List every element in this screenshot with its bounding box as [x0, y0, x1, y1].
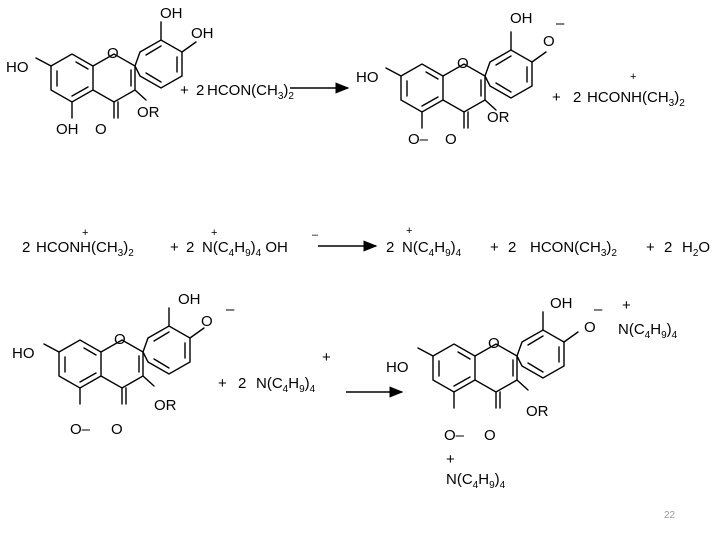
atom-ho: HO — [6, 59, 29, 76]
coefficient: 2 — [196, 82, 204, 99]
flavonoid-reactant: OH OH HO O OR OH O — [6, 5, 214, 138]
coefficient: 2 — [664, 239, 672, 256]
atom-ring-o: O — [457, 55, 469, 72]
coefficient: 2 — [238, 375, 246, 392]
atom-o-minus: O– — [70, 421, 91, 438]
flavonoid-dianion-reactant: OH O – HO O OR O– O — [12, 291, 235, 438]
plus-sign: + — [180, 82, 189, 99]
product-tba-cation: N(C4H9)4 — [402, 239, 462, 259]
charge-plus: + — [446, 451, 455, 468]
plus-sign: + — [490, 239, 499, 256]
reactant-dmf-h: HCONH(CH3)2 — [36, 239, 134, 259]
reagent-tba-cation: N(C4H9)4 — [256, 375, 316, 395]
atom-oh: OH — [510, 10, 533, 27]
coefficient: 2 — [508, 239, 516, 256]
atom-or: OR — [487, 109, 510, 126]
flavonoid-salt-product: OH O – HO O OR O– O — [386, 295, 603, 444]
reagent-dmf: HCON(CH3)2 — [207, 82, 294, 102]
atom-carbonyl-o: O — [484, 427, 496, 444]
atom-ho: HO — [12, 345, 35, 362]
coefficient: 2 — [573, 89, 581, 106]
charge-minus: – — [312, 229, 319, 241]
atom-o-minus: O– — [444, 427, 465, 444]
charge-plus: + — [406, 225, 412, 237]
atom-ho: HO — [356, 69, 379, 86]
atom-or: OR — [526, 403, 549, 420]
coefficient: 2 — [186, 239, 194, 256]
atom-carbonyl-o: O — [95, 121, 107, 138]
plus-sign: + — [218, 375, 227, 392]
reaction-2: + 2 HCONH(CH3)2 + 2 + – N(C4H9)4 OH + 2 … — [22, 225, 710, 259]
atom-ring-o: O — [488, 335, 500, 352]
plus-sign: + — [170, 239, 179, 256]
counter-ion-tba: N(C4H9)4 — [446, 471, 506, 491]
reaction-3: OH O – HO O OR O– O + 2 + N(C4H9)4 OH — [12, 291, 678, 491]
flavonoid-product: OH O – HO O OR O– O — [356, 10, 565, 148]
charge-plus: + — [630, 71, 636, 83]
charge-minus: – — [594, 301, 603, 318]
atom-carbonyl-o: O — [111, 421, 123, 438]
atom-oh: OH — [178, 291, 201, 308]
charge-plus: + — [622, 297, 631, 314]
atom-phenolate-o: O — [543, 33, 555, 50]
atom-ring-o: O — [107, 45, 119, 62]
product-water: H2O — [682, 239, 710, 259]
plus-sign: + — [646, 239, 655, 256]
product-dmf-h: HCONH(CH3)2 — [587, 89, 685, 109]
atom-or: OR — [154, 397, 177, 414]
reactant-tbaoh: N(C4H9)4 OH — [202, 239, 288, 259]
atom-ho: HO — [386, 359, 409, 376]
charge-minus: – — [556, 15, 565, 32]
atom-phenolate-o: O — [201, 313, 213, 330]
page-number: 22 — [664, 510, 676, 521]
coefficient: 2 — [386, 239, 394, 256]
atom-carbonyl-o: O — [445, 131, 457, 148]
atom-or: OR — [137, 104, 160, 121]
charge-minus: – — [226, 301, 235, 318]
coefficient: 2 — [22, 239, 30, 256]
atom-oh: OH — [191, 25, 214, 42]
atom-ring-o: O — [114, 331, 126, 348]
charge-plus: + — [322, 349, 331, 366]
atom-o-minus: O– — [408, 131, 429, 148]
charge-plus: + — [211, 227, 217, 239]
atom-oh: OH — [550, 295, 573, 312]
charge-plus: + — [82, 227, 88, 239]
product-dmf: HCON(CH3)2 — [530, 239, 617, 259]
reaction-1: OH OH HO O OR OH O + 2 HCON(CH3)2 OH O — [6, 5, 685, 148]
atom-oh: OH — [56, 121, 79, 138]
counter-ion-tba: N(C4H9)4 — [618, 321, 678, 341]
plus-sign: + — [552, 89, 561, 106]
atom-oh: OH — [160, 5, 183, 22]
atom-phenolate-o: O — [584, 319, 596, 336]
